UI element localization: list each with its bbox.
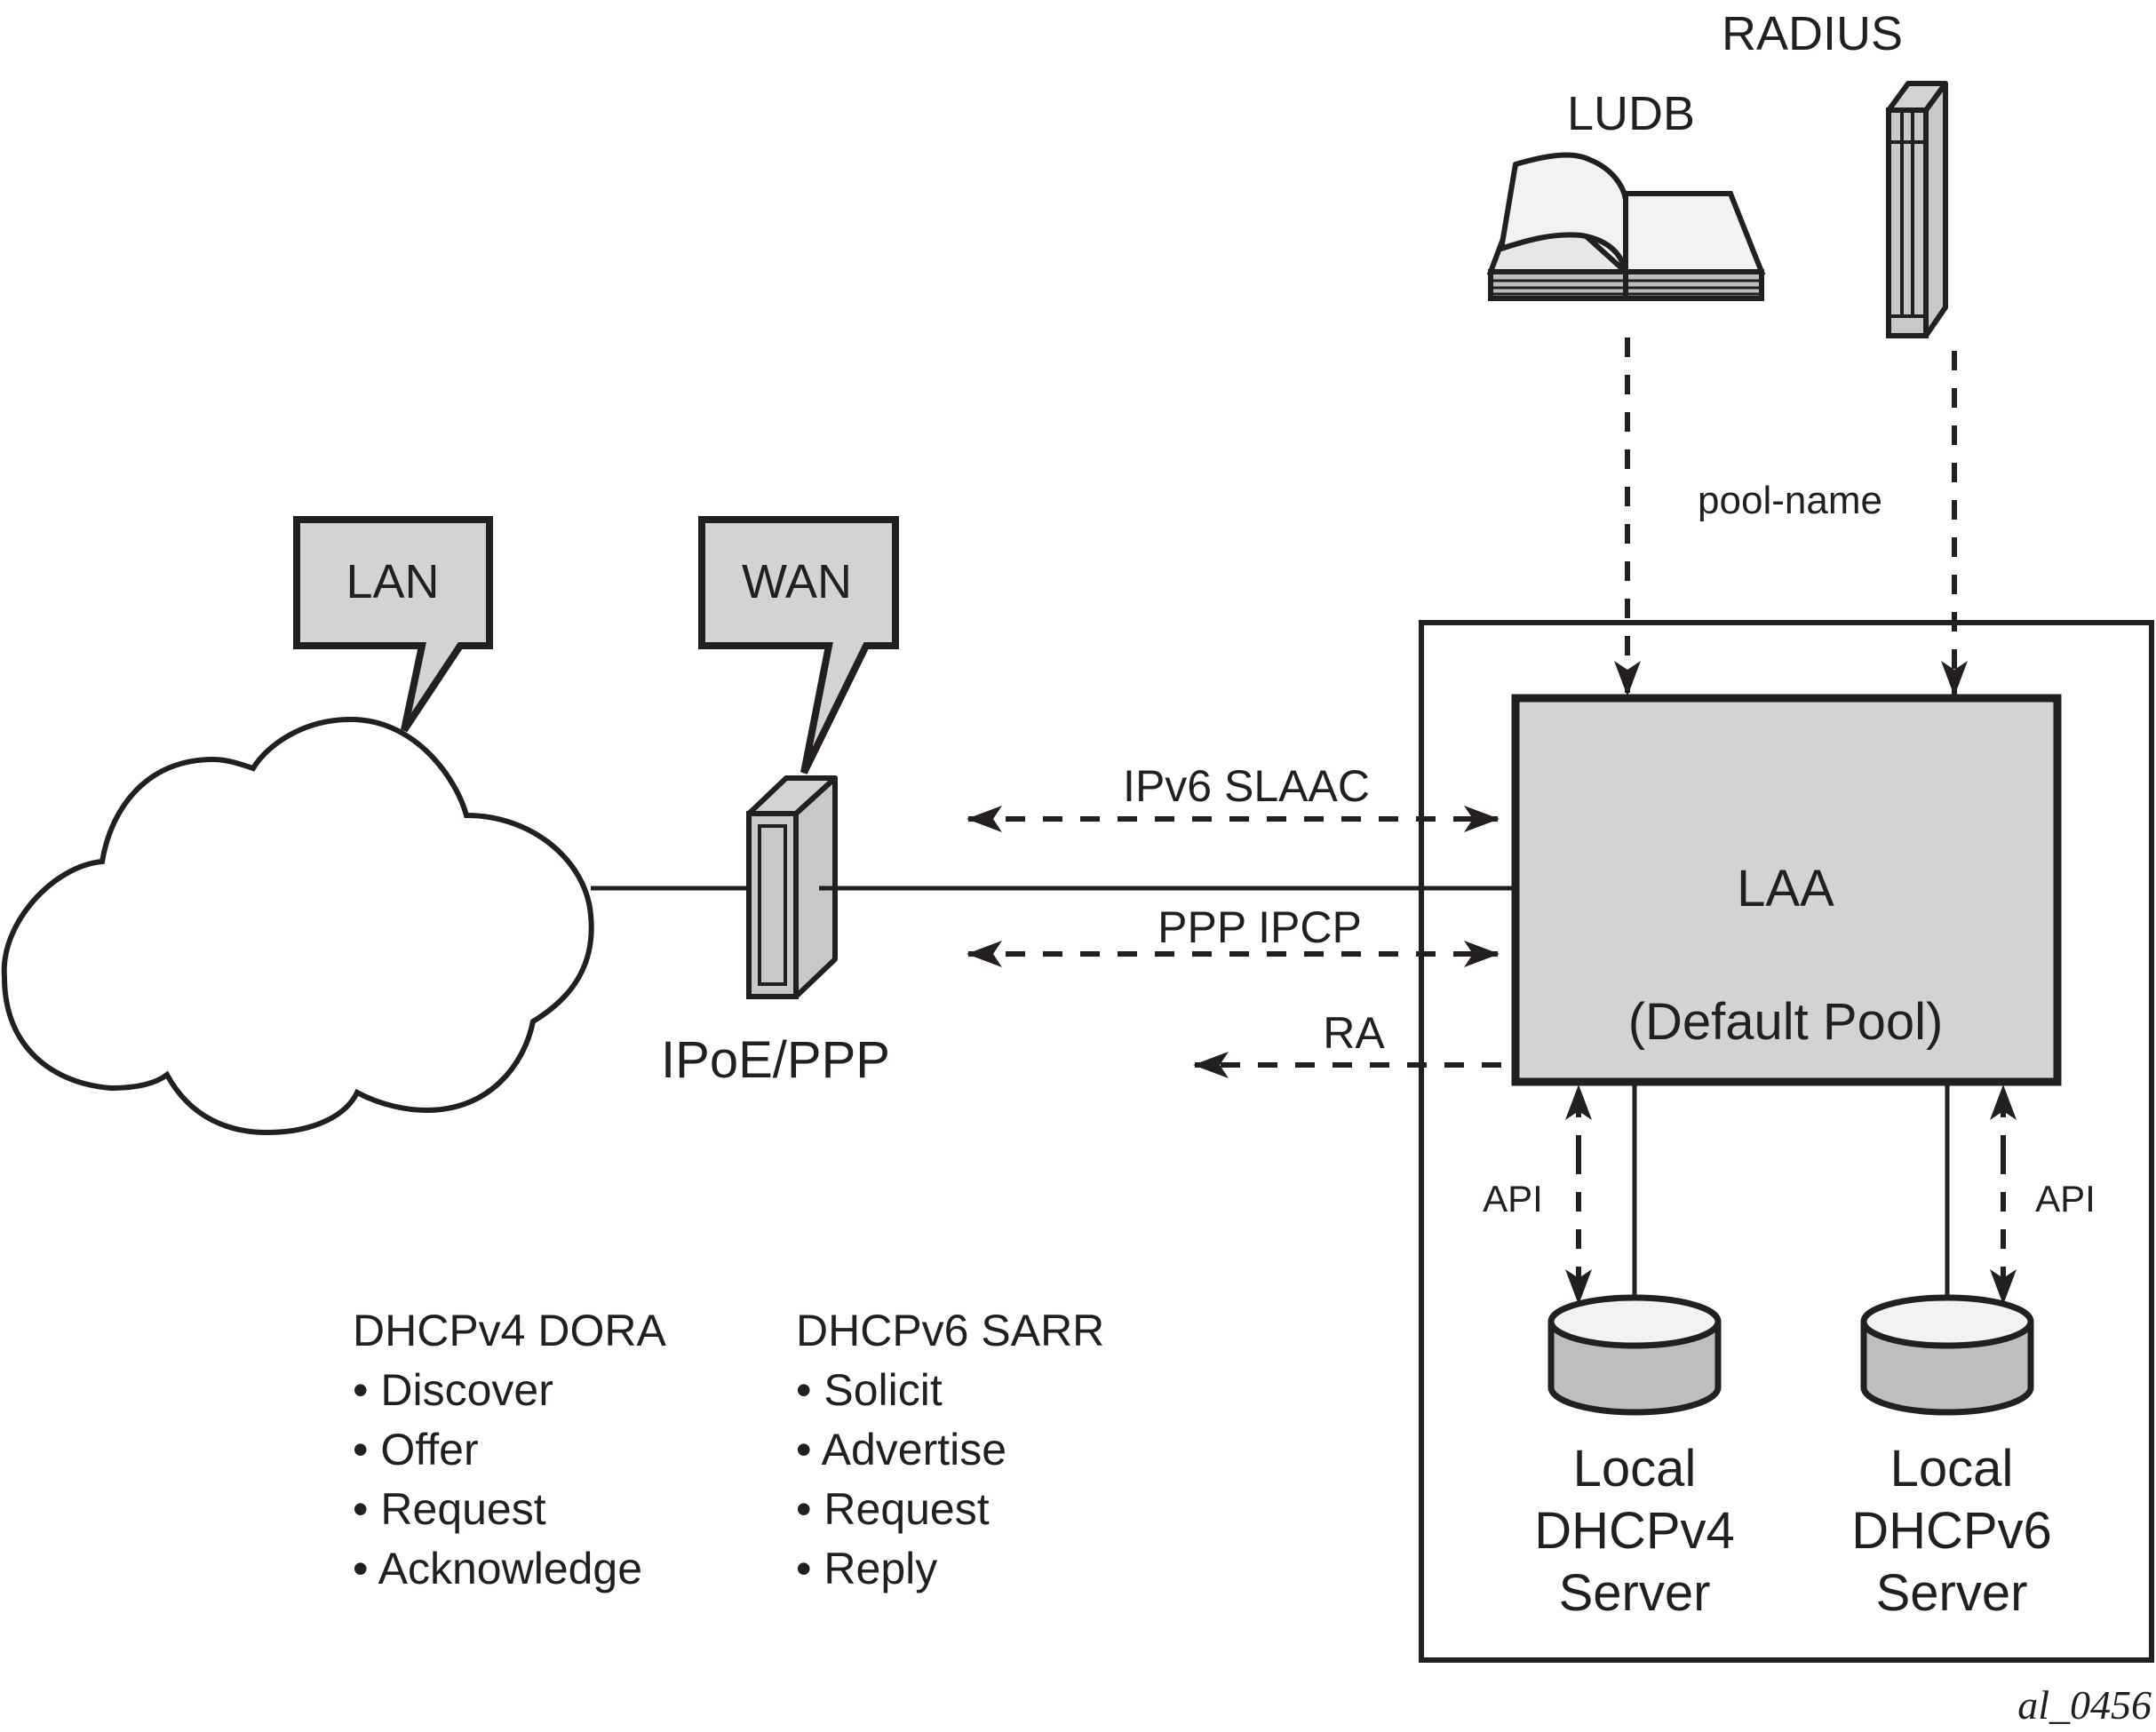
legend-item: • Reply [796,1544,937,1593]
cpe-device: WAN IPoE/PPP [591,516,899,1089]
system-boundary [1419,620,2154,1663]
ludb-label: LUDB [1567,87,1695,140]
server-line1: Local [1573,1440,1697,1498]
legend-item: • Advertise [796,1425,1006,1474]
laa-block: LAA (Default Pool) [1511,694,2062,1086]
legend-dhcpv4-dora: DHCPv4 DORA • Discover • Offer • Request… [353,1306,666,1593]
server-line2: DHCPv4 [1534,1502,1735,1560]
laa-title: LAA [1737,860,1834,918]
api-label: API [2035,1178,2096,1220]
router-icon [746,775,838,999]
legend-item: • Offer [353,1425,479,1474]
wan-callout-label: WAN [742,555,852,608]
lan-callout [293,516,493,733]
legend-item: • Request [796,1484,990,1534]
dhcpv6-server: API Local DHCPv6 Server [1851,1084,2096,1622]
legend-item: • Acknowledge [353,1544,642,1593]
legend-item: • Solicit [796,1365,943,1415]
lan-network: LAN [1,516,594,1136]
wan-callout [698,516,899,775]
database-icon [1547,1294,1722,1416]
legend-item: • Request [353,1484,546,1534]
flow-label: IPv6 SLAAC [1123,761,1370,811]
server-line2: DHCPv6 [1851,1502,2052,1560]
pool-name-flows: pool-name [1614,338,1968,696]
laa-subtitle: (Default Pool) [1628,993,1944,1051]
database-icon [1860,1294,2034,1416]
flow-ipv6-slaac: IPv6 SLAAC [967,761,1500,832]
flow-label: RA [1323,1008,1385,1058]
legend-item: • Discover [353,1365,553,1415]
flow-ra: RA [1193,1008,1501,1078]
server-line3: Server [1559,1564,1711,1622]
book-icon [1486,152,1766,301]
cloud-icon [1,716,594,1136]
server-line3: Server [1876,1564,2028,1622]
figure-id: al_0456 [2017,1682,2152,1728]
ludb-source: LUDB [1486,87,1766,301]
radius-label: RADIUS [1722,7,1903,60]
flow-ppp-ipcp: PPP IPCP [967,902,1500,967]
legend-dhcpv6-sarr: DHCPv6 SARR • Solicit • Advertise • Requ… [796,1306,1104,1593]
pool-name-label: pool-name [1698,479,1882,522]
lan-callout-label: LAN [346,555,439,608]
legend-title: DHCPv4 DORA [353,1306,666,1355]
radius-source: RADIUS [1722,7,1948,338]
flow-label: PPP IPCP [1158,902,1362,952]
server-line1: Local [1890,1440,2014,1498]
api-label: API [1483,1178,1543,1220]
server-icon [1886,81,1948,338]
dhcpv4-server: API Local DHCPv4 Server [1483,1084,1735,1622]
legend-title: DHCPv6 SARR [796,1306,1104,1355]
cpe-label: IPoE/PPP [661,1031,890,1089]
